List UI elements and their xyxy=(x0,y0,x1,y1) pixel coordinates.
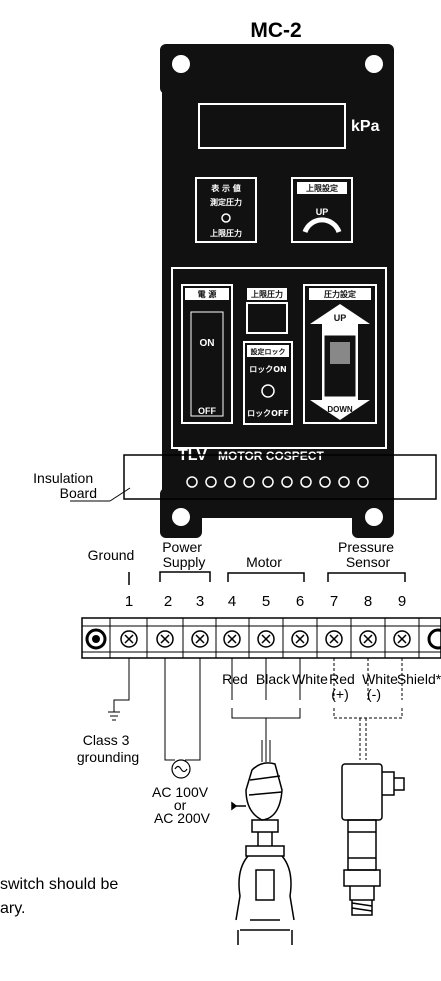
terminal-num-7: 7 xyxy=(330,593,338,610)
power-label: 電 源 xyxy=(198,289,217,299)
insulation-label-line1: Insulation xyxy=(33,470,93,486)
note-text: switch should be ary. xyxy=(0,876,123,917)
wire-shield: Shield* xyxy=(397,671,441,687)
power-on-label: ON xyxy=(200,338,215,349)
digital-display xyxy=(198,103,346,149)
terminal-num-4: 4 xyxy=(228,593,236,610)
ac-line1: AC 100V xyxy=(152,784,209,800)
wire-minus: (-) xyxy=(367,686,381,702)
insulation-board: Insulation Board xyxy=(33,454,437,502)
wire-labels: Red Black White Red White Shield* (+) (-… xyxy=(222,671,441,702)
display-selector: 表 示 値 測定圧力 上限圧力 xyxy=(195,177,257,243)
setting-lock-panel: 設定ロック ロックON ロックOFF xyxy=(243,341,293,425)
dial-up-label: UP xyxy=(316,207,329,217)
insulation-label: Insulation Board xyxy=(33,470,97,501)
wire-red: Red xyxy=(222,671,248,687)
dial-arc-icon xyxy=(302,217,342,234)
ground-screw-left-icon xyxy=(85,628,107,650)
power-switch-panel: 電 源 ON OFF xyxy=(181,284,233,424)
controller-terminal-screws xyxy=(186,476,369,488)
insulation-label-line2: Board xyxy=(60,485,97,501)
mounting-ear-top-left xyxy=(160,44,202,94)
wire-white: White xyxy=(292,671,328,687)
class3-line1: Class 3 xyxy=(83,732,130,748)
display-upper-label: 上限圧力 xyxy=(210,228,242,238)
group-pressure-sensor: Pressure Sensor xyxy=(338,539,398,570)
lock-switch-icon xyxy=(261,384,275,398)
unit-label: kPa xyxy=(351,118,380,135)
class3-line2: grounding xyxy=(77,749,139,765)
brand-text: MOTOR COSPECT xyxy=(218,449,324,463)
terminal-num-2: 2 xyxy=(164,593,172,610)
group-labels: Ground Power Supply Motor Pressure Senso… xyxy=(88,539,406,585)
display-current-label: 測定圧力 xyxy=(210,197,242,207)
upper-setting-label: 上限設定 xyxy=(306,183,338,193)
motor-valve xyxy=(231,762,295,945)
terminal-num-3: 3 xyxy=(196,593,204,610)
terminal-num-8: 8 xyxy=(364,593,372,610)
ground-screw-right-icon xyxy=(427,628,441,650)
terminal-num-9: 9 xyxy=(398,593,406,610)
upper-pressure-panel: 上限圧力 xyxy=(246,288,288,334)
up-label: UP xyxy=(334,313,347,323)
terminal-num-6: 6 xyxy=(296,593,304,610)
pressure-sensor xyxy=(341,763,405,916)
group-ground: Ground xyxy=(88,547,135,563)
pressure-setting-panel: 圧力設定 UP DOWN xyxy=(303,284,377,424)
group-power-line2: Supply xyxy=(163,554,206,570)
upper-pressure-display xyxy=(246,302,288,334)
group-motor: Motor xyxy=(246,554,282,570)
upper-pressure-label: 上限圧力 xyxy=(251,289,283,299)
ac-line2: or xyxy=(174,797,187,813)
down-label: DOWN xyxy=(327,405,353,414)
wire-black: Black xyxy=(256,671,291,687)
mc2-controller: kPa 表 示 値 測定圧力 上限圧力 上限設定 UP 電 源 ON OFF xyxy=(160,44,394,538)
power-off-label: OFF xyxy=(198,406,216,416)
mounting-ear-bottom-right xyxy=(352,488,394,538)
note-line2: ary. xyxy=(0,900,25,917)
setting-lock-label: 設定ロック xyxy=(251,347,286,356)
mounting-ear-bottom-left xyxy=(160,488,202,538)
group-sensor-line1: Pressure xyxy=(338,539,394,555)
ac-label: AC 100V or AC 200V xyxy=(152,784,212,826)
wire-red-sensor: Red xyxy=(329,671,355,687)
wires xyxy=(108,658,403,762)
group-sensor-line2: Sensor xyxy=(346,554,391,570)
terminal-num-5: 5 xyxy=(262,593,270,610)
terminal-block xyxy=(81,617,441,659)
terminal-numbers: 1 2 3 4 5 6 7 8 9 xyxy=(125,593,406,610)
group-power-line1: Power xyxy=(162,539,202,555)
class3-label: Class 3 grounding xyxy=(77,732,139,765)
group-power-supply: Power Supply xyxy=(162,539,206,570)
power-rocker xyxy=(190,311,224,417)
mounting-ear-top-right xyxy=(352,44,394,94)
display-switch-icon xyxy=(221,213,231,223)
lock-off-label: ロックOFF xyxy=(247,408,289,418)
terminal-screw-icons xyxy=(120,630,411,648)
note-line1: switch should be xyxy=(0,876,118,893)
upper-setting-dial: 上限設定 UP xyxy=(291,177,353,243)
diagram-title: MC-2 xyxy=(250,19,301,42)
terminal-num-1: 1 xyxy=(125,593,133,610)
display-group-label: 表 示 値 xyxy=(210,183,241,193)
wire-plus: (+) xyxy=(331,686,349,702)
wire-white-sensor: White xyxy=(362,671,398,687)
lock-on-label: ロックON xyxy=(249,364,287,374)
pressure-setting-label: 圧力設定 xyxy=(324,289,356,299)
ac-line3: AC 200V xyxy=(154,810,211,826)
